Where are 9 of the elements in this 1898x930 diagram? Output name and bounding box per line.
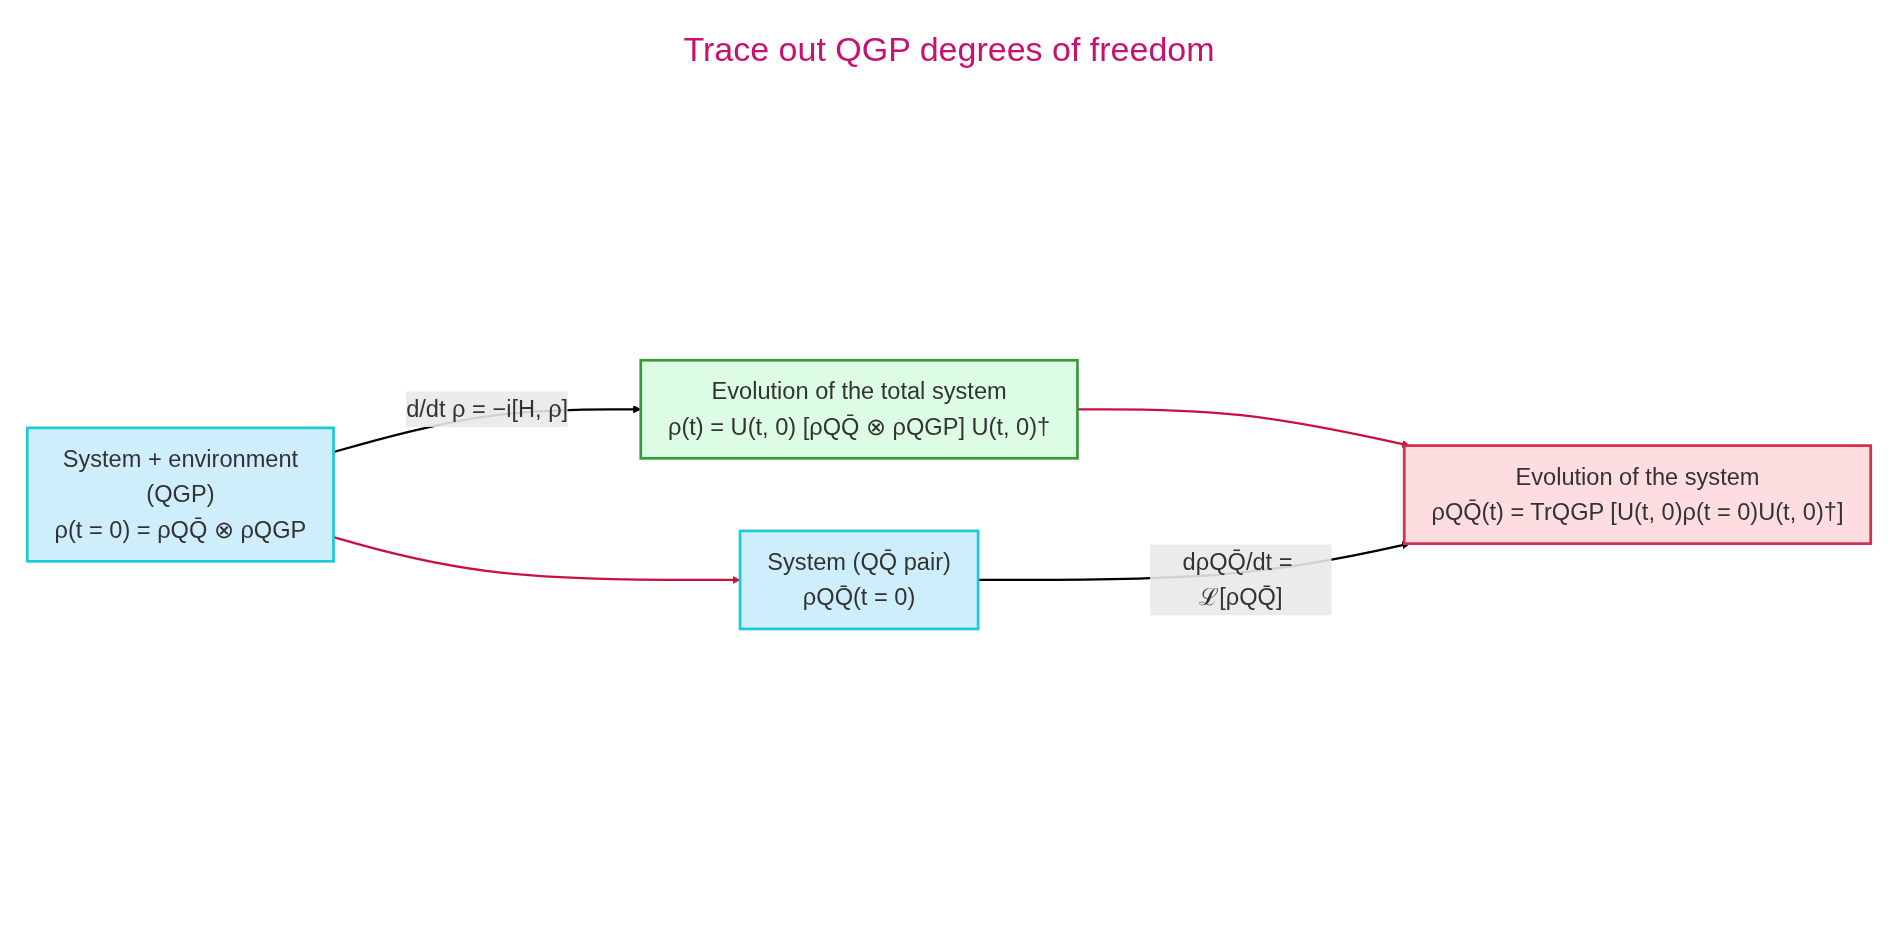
arrow [1077,408,1410,448]
node-box: System (QQ̄ pair) ρQQ̄(t = 0) [738,529,980,631]
node-box: Evolution of the total system ρ(t) = U(t, 0) [ρQQ̄ ⊗ ρQGP] U(t, 0)† [639,358,1079,460]
node-box: Evolution of the system ρQQ̄(t) = TrQGP [U(t, 0)ρ(t = 0)U(t, 0)†] [1402,444,1873,545]
edge-label: dρQQ̄/dt = ℒ[ρQQ̄] [1182,548,1293,611]
edge-label: d/dt ρ = −i[H, ρ] [406,395,569,423]
node-box: System + environment (QGP) ρ(t = 0) = ρQQ̄ ⊗ ρQGP [25,426,335,563]
arrow [333,536,741,584]
note-text: Trace out QGP degrees of freedom [683,30,1215,69]
